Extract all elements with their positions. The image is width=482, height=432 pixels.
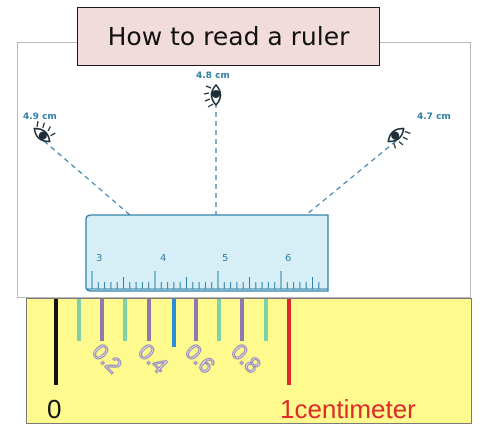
ruler-body [85,214,329,292]
centimeter-label: 1centimeter [280,394,416,424]
closeup-panel: 0.2 0.4 0.6 0.8 0 1centimeter [26,298,472,424]
ruler-number: 4 [160,253,166,264]
closeup-diagram: 0.2 0.4 0.6 0.8 0 1centimeter [47,299,416,424]
eye-icon [203,83,222,108]
eye-label-right: 4.7 cm [417,112,451,122]
decimal-label: 0.6 [180,339,219,378]
eye-label-center: 4.8 cm [196,71,230,81]
ruler-ticks [91,271,320,289]
diagram-title: How to read a ruler [77,7,380,66]
sight-line-right [215,140,397,290]
ruler-number: 6 [285,253,291,264]
eye-label-left: 4.9 cm [23,112,57,122]
ruler-number: 3 [96,253,102,264]
decimal-label: 0.4 [133,339,172,378]
decimal-label: 0.2 [87,339,126,378]
eye-icon [387,127,411,149]
parallax-diagram: 3 4 5 6 4.9 cm 4.8 cm 4.7 cm [23,71,451,292]
zero-label: 0 [47,394,61,424]
parallax-panel: 3 4 5 6 4.9 cm 4.8 cm 4.7 cm [17,42,471,298]
decimal-label: 0.8 [226,339,265,378]
ruler-number: 5 [222,253,228,264]
eye-icon [33,121,56,143]
